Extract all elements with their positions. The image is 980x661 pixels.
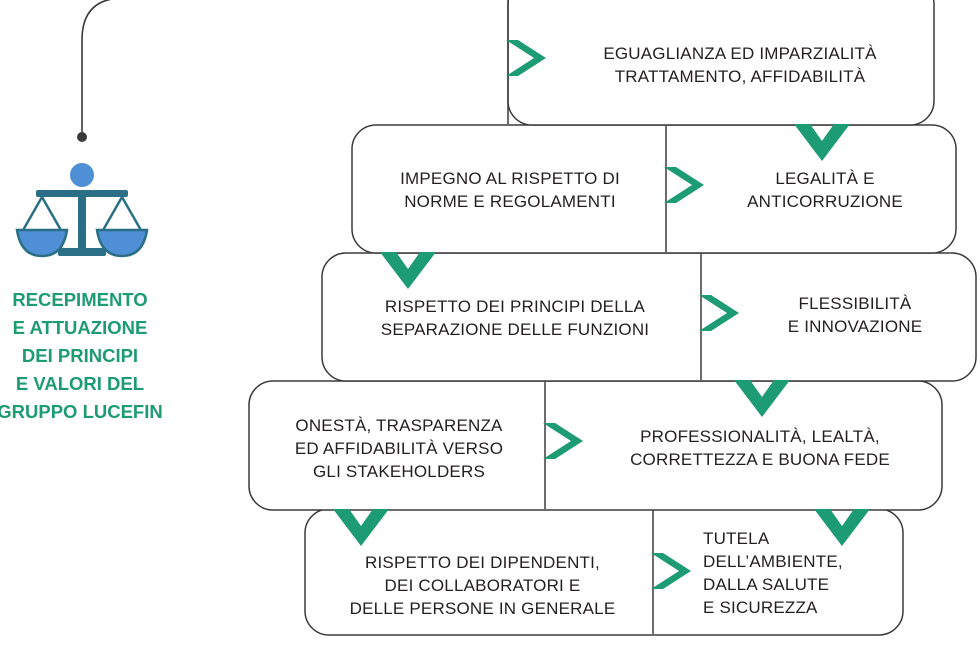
value-line: TUTELA — [703, 529, 770, 548]
value-line: EGUAGLIANZA ED IMPARZIALITÀ — [603, 44, 877, 63]
chevron-right-icon — [543, 423, 583, 459]
connector-dot — [77, 132, 87, 142]
value-line: ED AFFIDABILITÀ VERSO — [294, 438, 504, 458]
title-line: E VALORI DEL — [15, 373, 145, 394]
title-line: E ATTUAZIONE — [12, 317, 148, 338]
value-line: DEI COLLABORATORI E — [384, 575, 581, 595]
value-line: E SICUREZZA — [703, 598, 818, 617]
value-line: DELL’AMBIENTE, — [703, 552, 843, 571]
chevron-right-icon — [506, 40, 546, 76]
diagram-title: RECEPIMENTO E ATTUAZIONE DEI PRINCIPI E … — [0, 286, 200, 426]
value-professionalita: PROFESSIONALITÀ, LEALTÀ, CORRETTEZZA E B… — [590, 413, 930, 483]
value-dipendenti: RISPETTO DEI DIPENDENTI, DEI COLLABORATO… — [315, 545, 650, 625]
value-line: SEPARAZIONE DELLE FUNZIONI — [380, 320, 650, 339]
title-line: GRUPPO LUCEFIN — [0, 401, 163, 422]
chevron-down-icon — [814, 509, 870, 546]
chevron-down-icon — [794, 124, 850, 161]
title-line: DEI PRINCIPI — [21, 345, 139, 366]
value-line: TRATTAMENTO, AFFIDABILITÀ — [614, 67, 866, 86]
value-line: ONESTÀ, TRASPARENZA — [295, 415, 503, 435]
value-line: DALLA SALUTE — [703, 575, 830, 594]
chevron-down-icon — [734, 380, 790, 417]
value-line: CORRETTEZZA E BUONA FEDE — [630, 450, 890, 469]
connector-line — [81, 0, 112, 136]
title-line: RECEPIMENTO — [12, 289, 148, 310]
chevron-right-icon — [699, 295, 739, 331]
value-line: NORME E REGOLAMENTI — [404, 192, 616, 211]
value-line: IMPEGNO AL RISPETTO DI — [400, 169, 620, 188]
value-line: RISPETTO DEI PRINCIPI DELLA — [384, 297, 646, 316]
value-line: DELLE PERSONE IN GENERALE — [349, 598, 616, 618]
value-line: GLI STAKEHOLDERS — [313, 461, 485, 481]
chevron-down-icon — [380, 252, 436, 289]
chevron-down-icon — [333, 509, 389, 546]
chevron-right-icon — [651, 553, 691, 589]
chevron-right-icon — [664, 167, 704, 203]
scales-of-justice-icon — [15, 163, 149, 258]
value-line: FLESSIBILITÀ — [798, 294, 912, 313]
value-legalita: LEGALITÀ E ANTICORRUZIONE — [705, 155, 945, 225]
value-line: ANTICORRUZIONE — [747, 192, 903, 211]
value-separazione: RISPETTO DEI PRINCIPI DELLA SEPARAZIONE … — [340, 283, 690, 353]
value-line: RISPETTO DEI DIPENDENTI, — [365, 552, 600, 572]
value-line: LEGALITÀ E — [775, 169, 875, 188]
value-eguaglianza: EGUAGLIANZA ED IMPARZIALITÀ TRATTAMENTO,… — [550, 30, 930, 100]
value-onesta: ONESTÀ, TRASPARENZA ED AFFIDABILITÀ VERS… — [258, 408, 540, 488]
value-tutela: TUTELA DELL’AMBIENTE, DALLA SALUTE E SIC… — [703, 518, 893, 628]
value-line: PROFESSIONALITÀ, LEALTÀ, — [640, 427, 880, 446]
value-impegno: IMPEGNO AL RISPETTO DI NORME E REGOLAMEN… — [360, 155, 660, 225]
value-line: E INNOVAZIONE — [787, 317, 923, 336]
value-flessibilita: FLESSIBILITÀ E INNOVAZIONE — [740, 280, 970, 350]
